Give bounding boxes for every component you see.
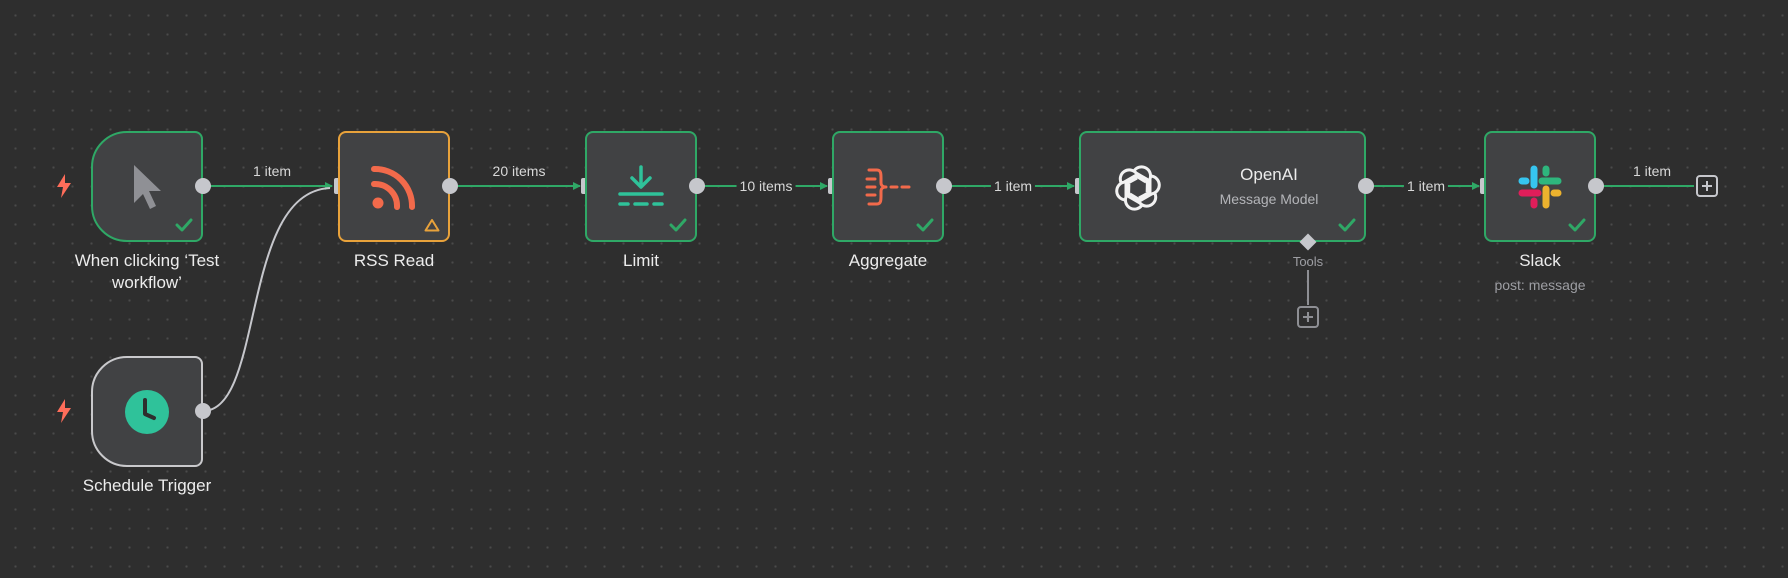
tools-label: Tools [1292,254,1324,269]
output-port[interactable] [936,178,952,194]
openai-icon [1115,165,1161,211]
edge-item-count: 1 item [252,163,292,179]
node-title: OpenAI [1240,165,1298,184]
success-check-icon [1568,218,1586,232]
node-openai[interactable]: OpenAI Message Model [1079,131,1366,242]
node-schedule-trigger[interactable] [91,356,203,467]
node-subtitle: Message Model [1219,191,1319,207]
output-port[interactable] [689,178,705,194]
node-aggregate[interactable] [832,131,944,242]
node-slack[interactable] [1484,131,1596,242]
node-label: Aggregate [848,251,928,270]
node-label: RSS Read [353,251,435,270]
slack-icon [1518,165,1562,208]
edge-item-count: 1 item [990,178,1036,194]
node-label: Schedule Trigger [82,476,212,495]
rss-icon [371,165,416,210]
output-port[interactable] [442,178,458,194]
edge-item-count: 10 items [736,178,796,194]
output-port[interactable] [195,178,211,194]
edge-schedule-to-rss [202,187,331,412]
success-check-icon [916,218,934,232]
success-check-icon [669,218,687,232]
node-manual-trigger[interactable] [91,131,203,242]
edge-item-count: 1 item [1403,178,1449,194]
node-rss-read[interactable] [338,131,450,242]
output-port[interactable] [1358,178,1374,194]
node-sublabel: post: message [1494,277,1586,293]
edge-item-count: 20 items [492,163,546,179]
trigger-bolt-icon [57,174,71,198]
cursor-icon [134,164,161,209]
node-label: Slack [1519,251,1561,270]
success-check-icon [175,218,193,232]
warning-triangle-icon[interactable] [424,218,440,232]
limit-icon [618,164,664,206]
node-label: When clicking ‘Test workflow’ [74,251,220,292]
node-label: Limit [623,251,659,270]
trigger-bolt-icon [57,399,71,423]
edge-item-count: 1 item [1632,163,1672,179]
output-port[interactable] [195,403,211,419]
success-check-icon [1338,218,1356,232]
output-port[interactable] [1588,178,1604,194]
add-node-button[interactable] [1696,175,1718,197]
aggregate-icon [865,168,911,205]
node-limit[interactable] [585,131,697,242]
add-tool-button[interactable] [1297,306,1319,328]
clock-icon [125,389,169,434]
